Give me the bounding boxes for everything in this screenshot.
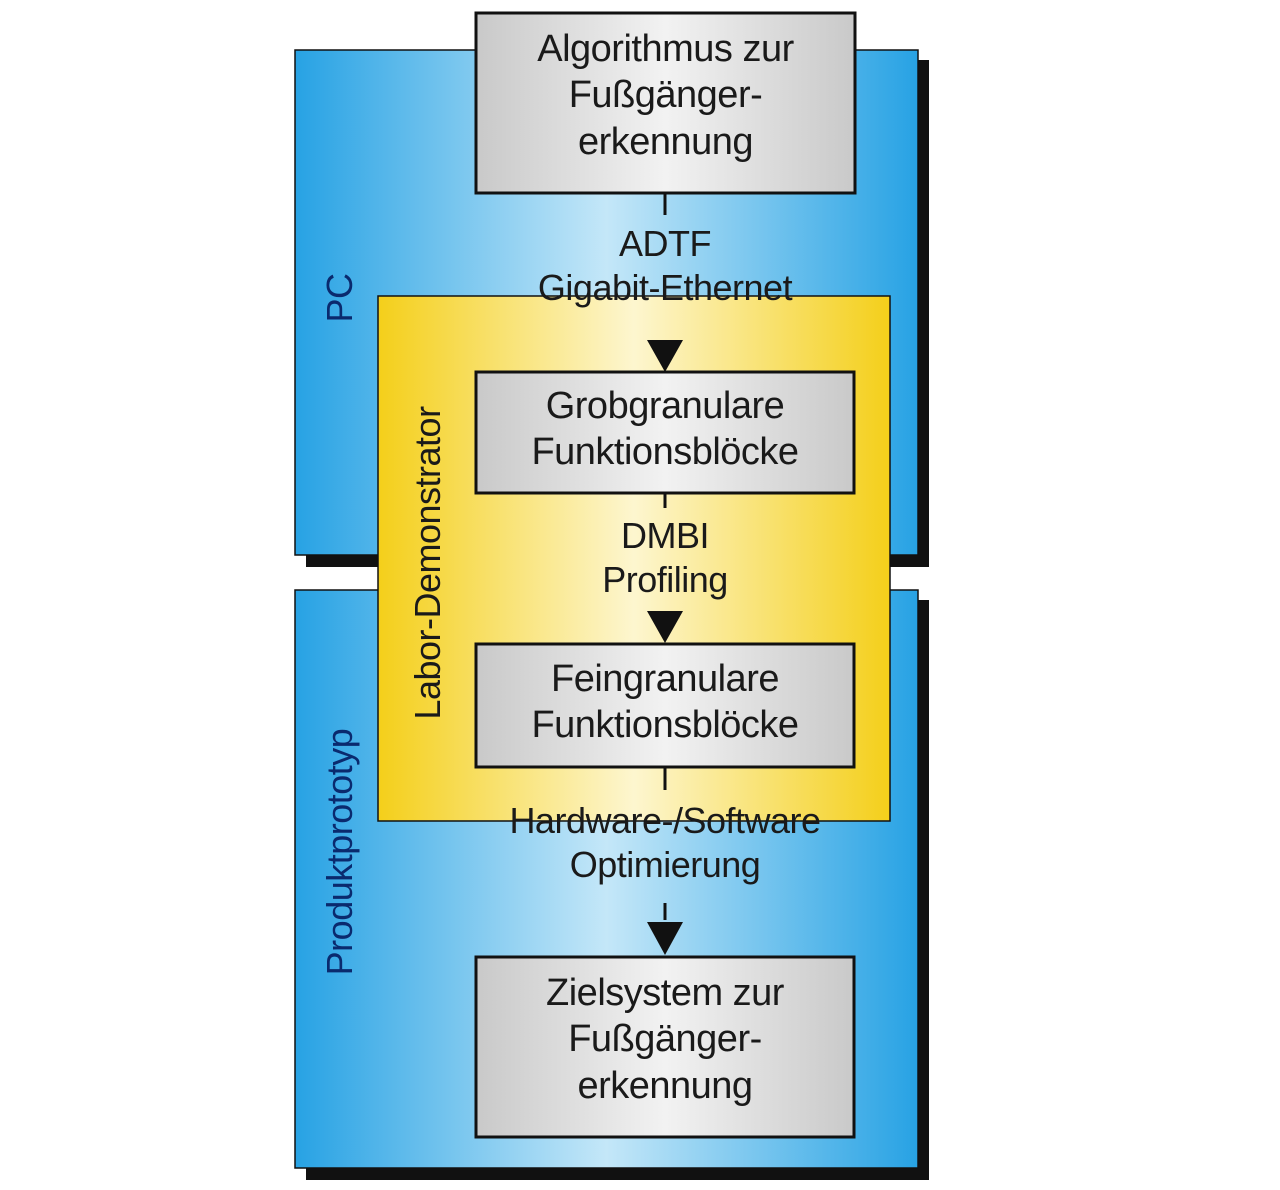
arrow-2 [647,611,683,643]
region-label-produktprototyp: Produktprototyp [319,728,360,976]
box-grobgranulare-text: Grobgranulare Funktionsblöcke [531,385,799,474]
region-label-pc: PC [319,273,360,323]
connector-label-adtf: ADTF Gigabit-Ethernet [537,223,793,308]
box-zielsystem [474,955,856,1139]
box-algorithmus [474,11,857,195]
box-feingranulare-text: Feingranulare Funktionsblöcke [531,658,799,747]
box-grobgranulare [474,370,856,495]
connector-label-hwsw: Hardware-/Software Optimierung [509,800,821,885]
box-algorithmus-text: Algorithmus zur Fußgänger- erkennung [537,28,794,163]
box-zielsystem-text: Zielsystem zur Fußgänger- erkennung [546,972,784,1107]
connector-label-dmbi: DMBI Profiling [602,515,728,600]
box-feingranulare [474,642,856,769]
arrow-1 [647,340,683,372]
arrow-3 [647,922,683,955]
region-label-labor-demonstrator: Labor-Demonstrator [407,406,448,720]
